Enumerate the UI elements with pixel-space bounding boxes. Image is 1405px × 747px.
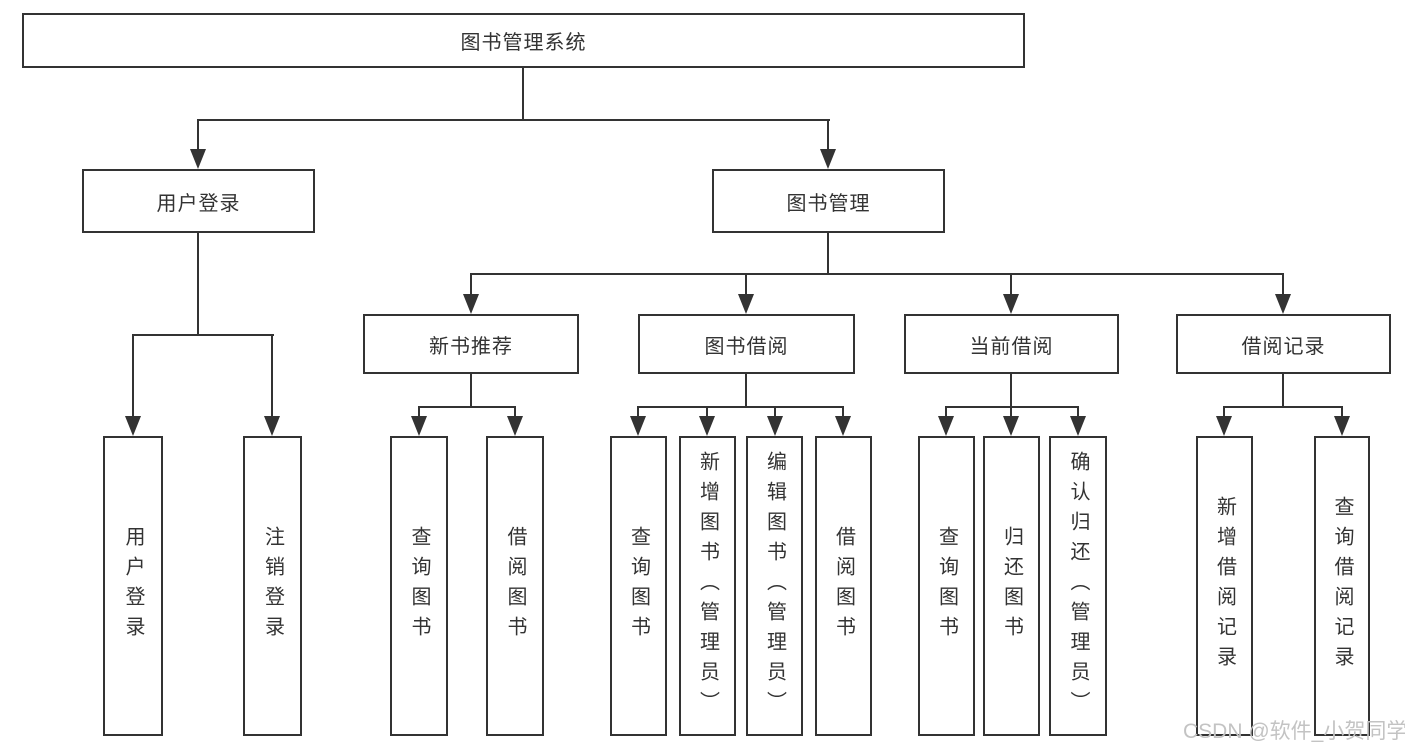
arrow-down-icon bbox=[463, 294, 479, 314]
arrow-down-icon bbox=[1070, 416, 1086, 436]
leaf-query-books-borrow: 查询图书 bbox=[610, 436, 667, 736]
connector-line bbox=[945, 406, 1079, 408]
arrow-down-icon bbox=[938, 416, 954, 436]
connector-line bbox=[271, 334, 273, 419]
watermark: CSDN @软件_小贺同学 bbox=[1183, 720, 1405, 743]
node-book-management: 图书管理 bbox=[712, 169, 945, 233]
arrow-down-icon bbox=[1216, 416, 1232, 436]
connector-line bbox=[842, 406, 844, 419]
connector-line bbox=[745, 374, 747, 406]
leaf-query-books-recommend: 查询图书 bbox=[390, 436, 448, 736]
connector-line bbox=[132, 334, 274, 336]
leaf-add-borrow-record: 新增借阅记录 bbox=[1196, 436, 1253, 736]
arrow-down-icon bbox=[1003, 416, 1019, 436]
connector-line bbox=[1010, 374, 1012, 406]
arrow-down-icon bbox=[699, 416, 715, 436]
connector-line bbox=[637, 406, 844, 408]
connector-line bbox=[197, 119, 830, 121]
arrow-down-icon bbox=[767, 416, 783, 436]
connector-line bbox=[1341, 406, 1343, 419]
node-book-borrow: 图书借阅 bbox=[638, 314, 855, 374]
connector-line bbox=[1010, 406, 1012, 419]
connector-line bbox=[637, 406, 639, 419]
connector-line bbox=[470, 273, 1284, 275]
arrow-down-icon bbox=[820, 149, 836, 169]
connector-line bbox=[745, 273, 747, 297]
connector-line bbox=[470, 374, 472, 406]
node-current-borrow: 当前借阅 bbox=[904, 314, 1119, 374]
connector-line bbox=[1010, 273, 1012, 297]
leaf-confirm-return-admin: 确认归还（管理员） bbox=[1049, 436, 1107, 736]
arrow-down-icon bbox=[411, 416, 427, 436]
connector-line bbox=[1223, 406, 1343, 408]
leaf-query-borrow-record: 查询借阅记录 bbox=[1314, 436, 1370, 736]
connector-line bbox=[1282, 273, 1284, 297]
leaf-logout: 注销登录 bbox=[243, 436, 302, 736]
connector-line bbox=[514, 406, 516, 419]
connector-line bbox=[945, 406, 947, 419]
arrow-down-icon bbox=[1334, 416, 1350, 436]
connector-line bbox=[706, 406, 708, 419]
node-library-management-system: 图书管理系统 bbox=[22, 13, 1025, 68]
leaf-borrow-books: 借阅图书 bbox=[815, 436, 872, 736]
node-user-login: 用户登录 bbox=[82, 169, 315, 233]
leaf-return-book: 归还图书 bbox=[983, 436, 1040, 736]
connector-line bbox=[132, 334, 134, 419]
connector-line bbox=[470, 273, 472, 297]
connector-line bbox=[827, 233, 829, 273]
connector-line bbox=[197, 233, 199, 334]
connector-line bbox=[1077, 406, 1079, 419]
arrow-down-icon bbox=[507, 416, 523, 436]
arrow-down-icon bbox=[125, 416, 141, 436]
arrow-down-icon bbox=[190, 149, 206, 169]
connector-line bbox=[774, 406, 776, 419]
connector-line bbox=[522, 68, 524, 119]
leaf-borrow-books-recommend: 借阅图书 bbox=[486, 436, 544, 736]
connector-line bbox=[1223, 406, 1225, 419]
arrow-down-icon bbox=[264, 416, 280, 436]
connector-line bbox=[418, 406, 516, 408]
arrow-down-icon bbox=[630, 416, 646, 436]
node-borrow-records: 借阅记录 bbox=[1176, 314, 1391, 374]
connector-line bbox=[827, 119, 829, 152]
connector-line bbox=[418, 406, 420, 419]
arrow-down-icon bbox=[1003, 294, 1019, 314]
arrow-down-icon bbox=[738, 294, 754, 314]
leaf-query-books-current: 查询图书 bbox=[918, 436, 975, 736]
connector-line bbox=[197, 119, 199, 152]
arrow-down-icon bbox=[835, 416, 851, 436]
node-new-book-recommend: 新书推荐 bbox=[363, 314, 579, 374]
arrow-down-icon bbox=[1275, 294, 1291, 314]
leaf-add-book-admin: 新增图书（管理员） bbox=[679, 436, 736, 736]
leaf-edit-book-admin: 编辑图书（管理员） bbox=[746, 436, 803, 736]
connector-line bbox=[1282, 374, 1284, 406]
leaf-user-login: 用户登录 bbox=[103, 436, 163, 736]
